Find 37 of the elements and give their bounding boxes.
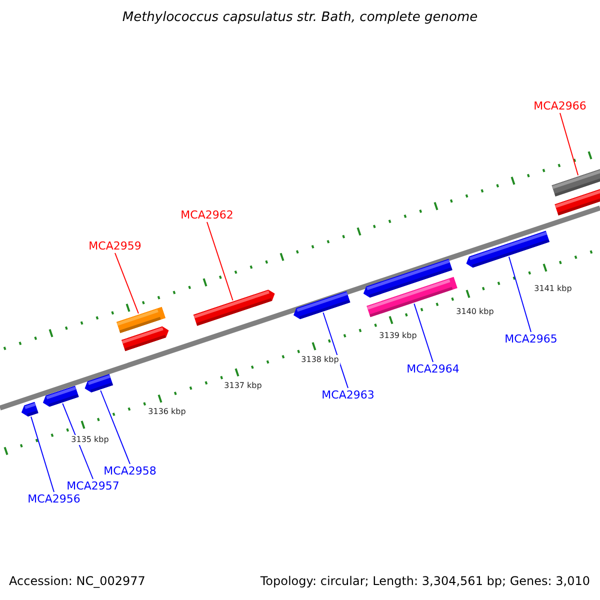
gene-feature: [552, 167, 600, 197]
leader-line: [322, 312, 348, 388]
gene-feature: [121, 324, 171, 352]
gene-label: MCA2956: [28, 492, 80, 506]
gene-label: MCA2959: [88, 240, 142, 252]
scale-label: 3141 kbp: [533, 284, 573, 294]
scale-label: 3138 kbp: [300, 355, 340, 365]
scale-label: 3137 kbp: [223, 381, 263, 391]
scale-label: 3135 kbp: [70, 435, 110, 445]
gene-label: MCA2965: [504, 332, 558, 346]
gene-feature: [366, 276, 458, 318]
gene-label: MCA2963: [322, 388, 374, 402]
gene-label: MCA2957: [66, 480, 120, 492]
gene-feature: [292, 291, 350, 321]
gene-label: MCA2962: [180, 208, 234, 222]
scale-label: 3139 kbp: [378, 331, 418, 341]
leader-line: [508, 256, 532, 332]
genome-summary-text: Topology: circular; Length: 3,304,561 bp; Genes: 3,010: [260, 574, 590, 588]
gene-feature: [464, 230, 550, 270]
leader-line: [100, 390, 130, 464]
gene-label: MCA2966: [534, 100, 586, 112]
leader-line: [206, 222, 234, 301]
scale-label: 3136 kbp: [147, 407, 187, 417]
gene-feature: [41, 386, 79, 408]
gene-feature: [193, 288, 277, 326]
leader-line: [62, 403, 94, 480]
gene-feature: [20, 402, 38, 418]
gene-label: MCA2964: [406, 362, 460, 376]
leader-line: [414, 303, 434, 362]
scale-label: 3140 kbp: [455, 307, 495, 317]
title: Methylococcus capsulatus str. Bath, complete genome: [121, 10, 479, 25]
leader-line: [30, 416, 54, 492]
accession-text: Accession: NC_002977: [9, 574, 146, 588]
leader-line: [560, 112, 579, 176]
leader-line: [114, 252, 139, 314]
gene-feature: [82, 374, 114, 394]
gene-label: MCA2958: [104, 464, 156, 478]
